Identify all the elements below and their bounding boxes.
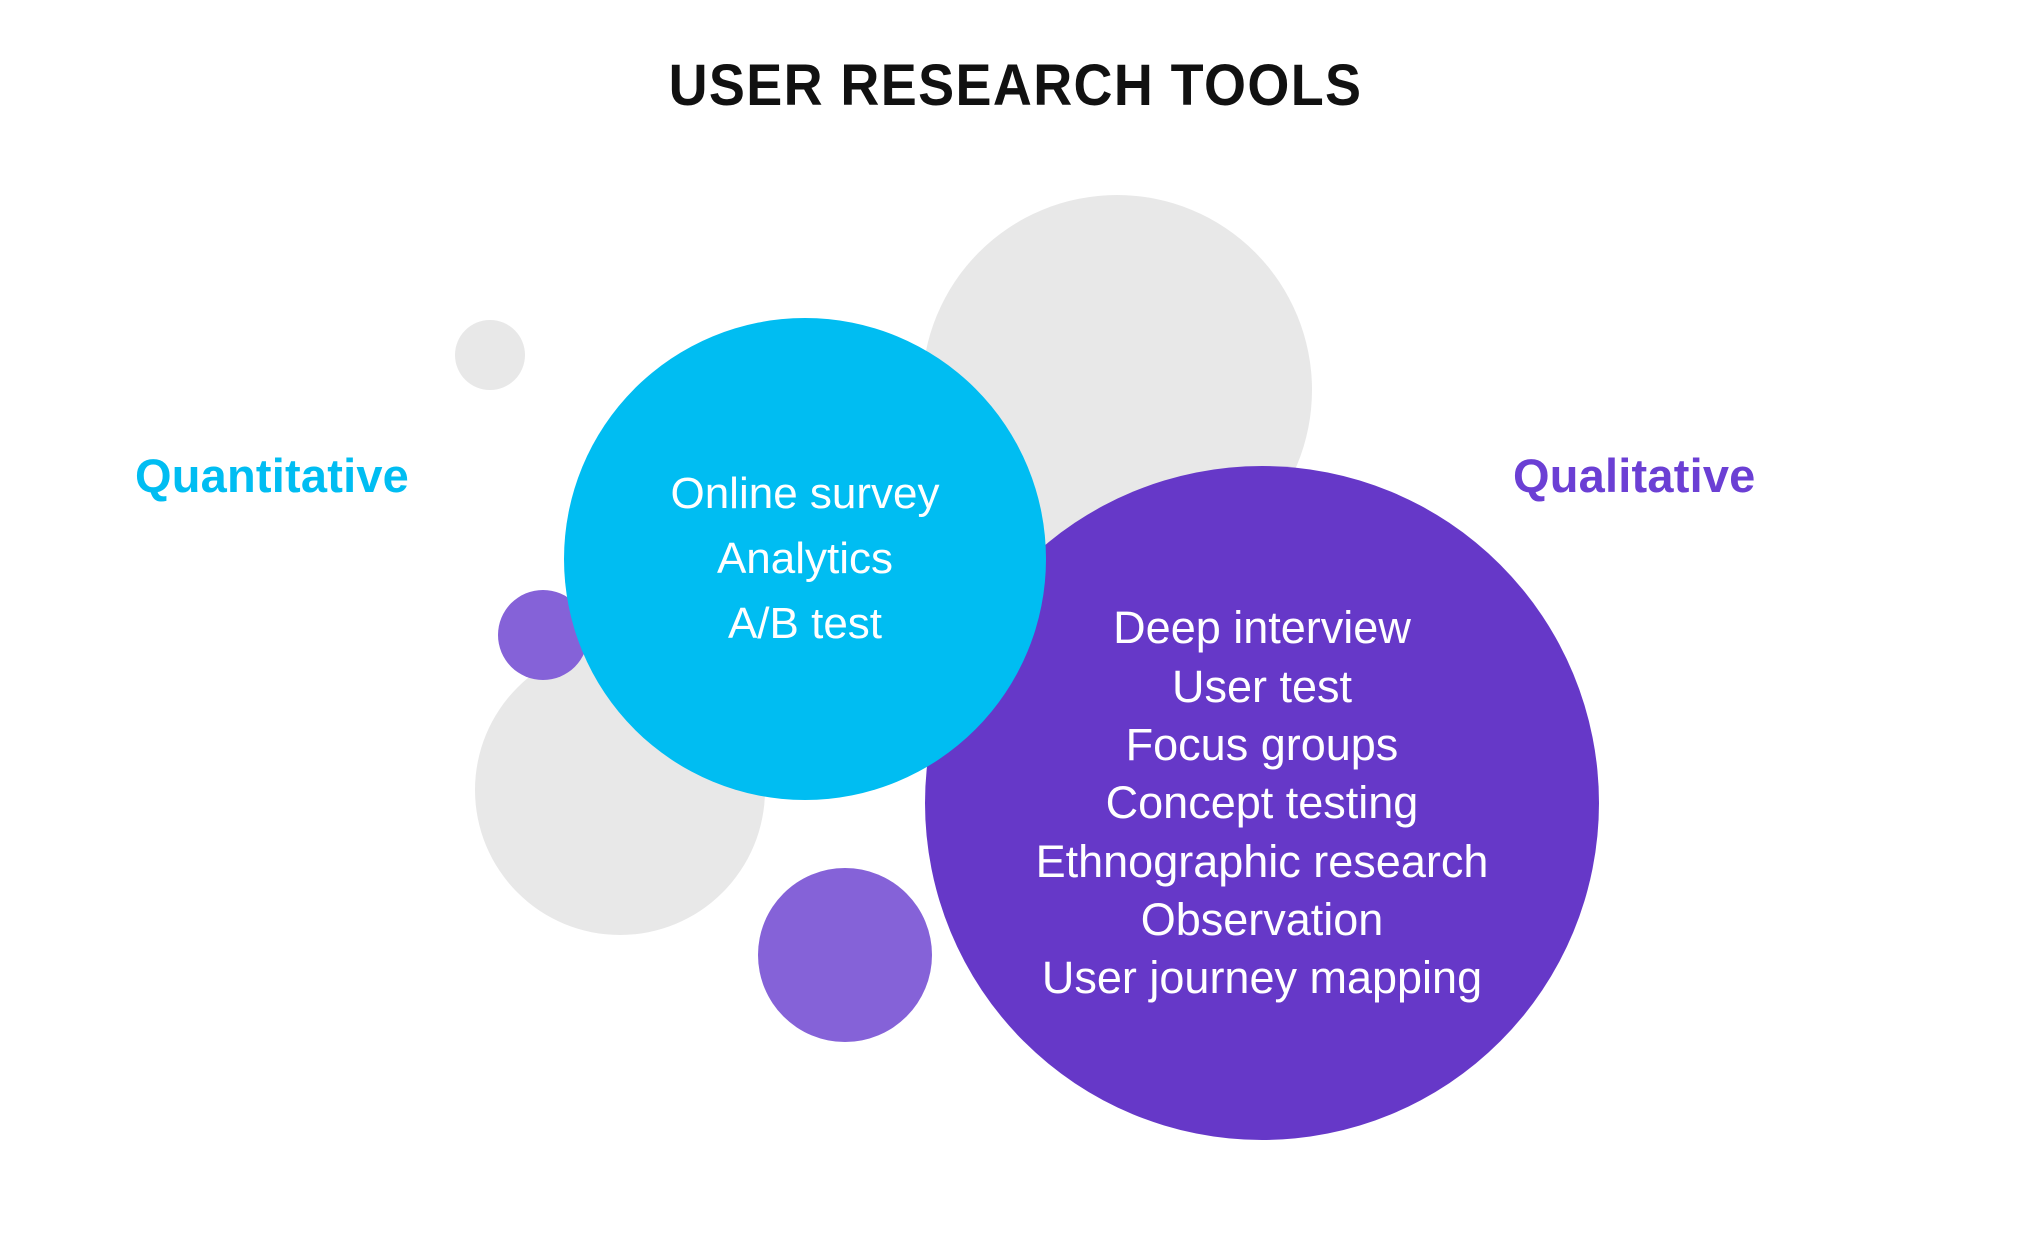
page-title: USER RESEARCH TOOLS: [668, 53, 1363, 118]
quantitative-bubble: Online survey Analytics A/B test: [564, 318, 1046, 800]
list-item: User journey mapping: [1041, 952, 1483, 1004]
list-item: Observation: [1140, 893, 1384, 945]
list-item: User test: [1171, 660, 1353, 712]
list-item: Focus groups: [1125, 719, 1399, 771]
decorative-circle-gray-small: [455, 320, 525, 390]
decorative-circle-purple-medium: [758, 868, 932, 1042]
list-item: Concept testing: [1105, 777, 1419, 829]
quantitative-tool-list: Online survey Analytics A/B test: [564, 457, 1046, 662]
list-item: A/B test: [727, 599, 883, 649]
list-item: Analytics: [716, 533, 894, 583]
list-item: Ethnographic research: [1035, 835, 1489, 887]
qualitative-tool-list: Deep interview User test Focus groups Co…: [925, 595, 1599, 1010]
list-item: Online survey: [670, 468, 940, 518]
list-item: Deep interview: [1113, 602, 1411, 654]
category-label-quantitative: Quantitative: [135, 449, 410, 502]
category-label-qualitative: Qualitative: [1513, 449, 1756, 502]
qualitative-bubble: Deep interview User test Focus groups Co…: [925, 466, 1599, 1140]
